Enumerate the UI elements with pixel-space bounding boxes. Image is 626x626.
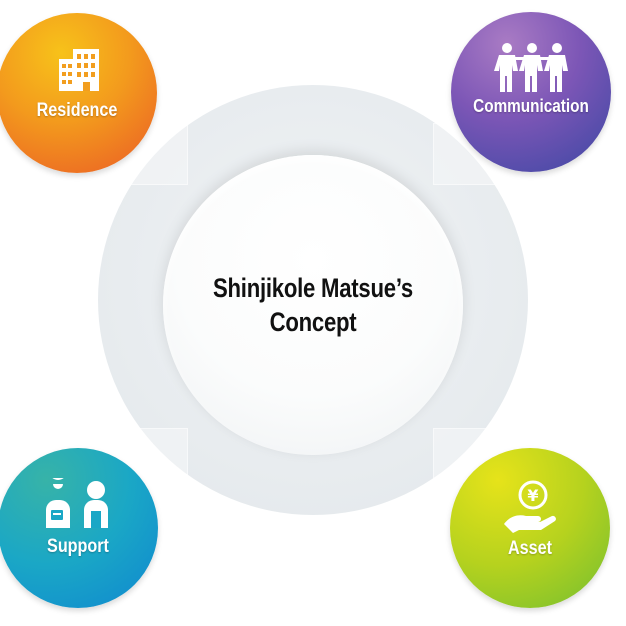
building-icon: [59, 49, 99, 91]
support-label: Support: [47, 536, 109, 557]
communication-node: Communication: [451, 12, 611, 172]
people-group-icon: [494, 43, 568, 92]
residence-node: Residence: [0, 13, 157, 173]
asset-node: ¥ Asset: [450, 448, 610, 608]
yen-coin-hand-icon: ¥: [504, 480, 556, 533]
asset-label: Asset: [508, 538, 552, 559]
support-staff-icon: [46, 478, 108, 528]
concept-title: Shinjikole Matsue’s Concept: [213, 273, 413, 337]
inner-ring: [163, 155, 463, 455]
communication-label: Communication: [473, 96, 589, 116]
svg-text:¥: ¥: [527, 486, 538, 505]
support-node: Support: [0, 448, 158, 608]
residence-label: Residence: [36, 100, 118, 121]
